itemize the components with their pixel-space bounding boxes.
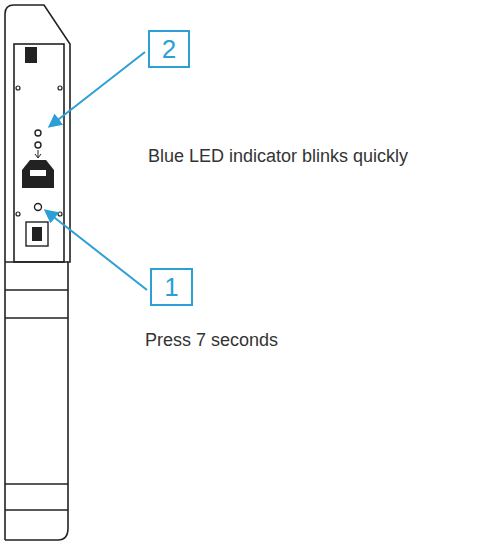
leader-line xyxy=(46,211,147,290)
callout-box: 2 xyxy=(148,30,190,68)
power-switch xyxy=(26,222,48,246)
top-connector xyxy=(25,47,37,63)
panel-screws xyxy=(16,86,62,216)
instruction-note: Blue LED indicator blinks quickly xyxy=(148,146,408,168)
callout-number: 1 xyxy=(164,274,178,300)
callout-number: 2 xyxy=(162,36,176,62)
instruction-note: Press 7 seconds xyxy=(145,330,278,352)
device-outline xyxy=(5,5,70,540)
inner-panel xyxy=(14,44,64,262)
port-slot xyxy=(30,170,46,176)
leader-line xyxy=(50,52,145,126)
callout-box: 1 xyxy=(150,268,193,306)
led-indicators xyxy=(35,130,41,158)
switch-rocker xyxy=(32,227,42,241)
charging-port xyxy=(22,160,54,188)
reset-button xyxy=(35,204,42,211)
